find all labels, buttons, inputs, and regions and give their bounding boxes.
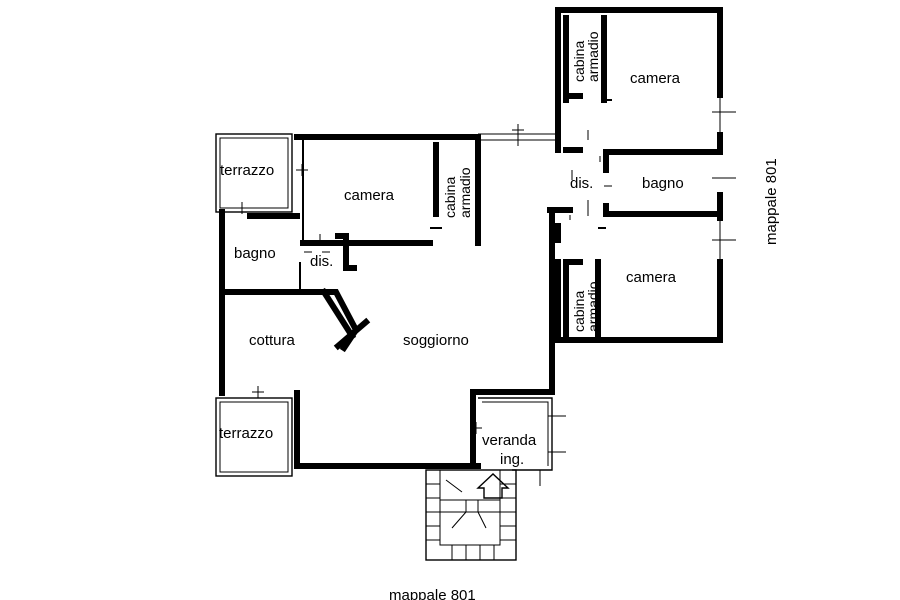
label-dis-right: dis. (570, 175, 593, 192)
label-bagno-left: bagno (234, 245, 276, 262)
label-armadio-main: armadio (457, 167, 473, 218)
label-cabina-bottom: cabina (571, 291, 587, 332)
terrace-bottom (215, 397, 293, 477)
label-camera-top: camera (630, 70, 681, 87)
terrace-top (215, 133, 293, 213)
label-dis-left: dis. (310, 253, 333, 270)
label-veranda: veranda (482, 432, 537, 449)
interior-walls (223, 15, 723, 353)
label-armadio-top: armadio (585, 31, 601, 82)
staircase (425, 469, 517, 561)
window-marks (236, 95, 736, 486)
veranda-box (478, 397, 553, 471)
door-marks (304, 130, 612, 253)
label-mappale-bottom: mappale 801 (389, 587, 476, 600)
label-camera-main: camera (344, 187, 395, 204)
label-camera-bottom: camera (626, 269, 677, 286)
label-ingresso: ing. (500, 451, 524, 468)
label-cottura: cottura (249, 332, 296, 349)
label-terrazzo-top: terrazzo (220, 162, 274, 179)
label-cabina-main: cabina (442, 177, 458, 218)
label-cabina-top: cabina (571, 41, 587, 82)
label-soggiorno: soggiorno (403, 332, 469, 349)
label-mappale-right: mappale 801 (763, 158, 780, 245)
label-armadio-bottom: armadio (585, 281, 601, 332)
label-terrazzo-bottom: terrazzo (219, 425, 273, 442)
label-bagno-right: bagno (642, 175, 684, 192)
